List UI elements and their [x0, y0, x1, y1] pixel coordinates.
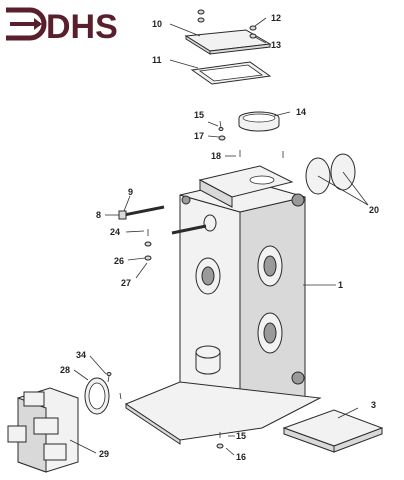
top-screws — [218, 120, 284, 158]
label-12: 12 — [271, 13, 281, 23]
label-29: 29 — [99, 449, 109, 459]
floor-panel — [282, 409, 384, 453]
label-9: 9 — [128, 187, 133, 197]
label-8: 8 — [96, 210, 101, 220]
label-16: 16 — [236, 452, 246, 462]
dhs-logo: DHS — [6, 7, 118, 46]
label-27: 27 — [121, 278, 131, 288]
label-13: 13 — [271, 40, 281, 50]
label-28: 28 — [60, 365, 70, 375]
boiler-body — [171, 165, 306, 416]
label-15-bottom: 15 — [236, 431, 246, 441]
burner-unit — [7, 372, 112, 473]
label-11: 11 — [152, 55, 162, 65]
rod-assembly — [118, 205, 165, 261]
label-18: 18 — [211, 151, 221, 161]
bottom-screws — [119, 392, 224, 449]
inspection-discs — [305, 153, 369, 206]
flue-ring — [238, 111, 280, 132]
top-cover-plate — [184, 29, 272, 55]
label-34: 34 — [76, 350, 86, 360]
label-15-top: 15 — [194, 110, 204, 120]
label-20: 20 — [369, 205, 379, 215]
gasket-frame — [190, 61, 272, 85]
label-1: 1 — [338, 280, 343, 290]
label-24: 24 — [110, 227, 120, 237]
label-14: 14 — [296, 107, 306, 117]
leader-lines — [69, 17, 359, 456]
label-26: 26 — [114, 256, 124, 266]
plate-fasteners — [197, 9, 257, 39]
label-3: 3 — [371, 400, 376, 410]
base-tray — [124, 381, 322, 445]
label-17: 17 — [194, 131, 204, 141]
logo-text: DHS — [46, 8, 118, 46]
label-10: 10 — [152, 19, 162, 29]
part-labels: 1 3 8 9 10 11 12 13 14 15 15 16 17 18 20… — [60, 13, 379, 462]
